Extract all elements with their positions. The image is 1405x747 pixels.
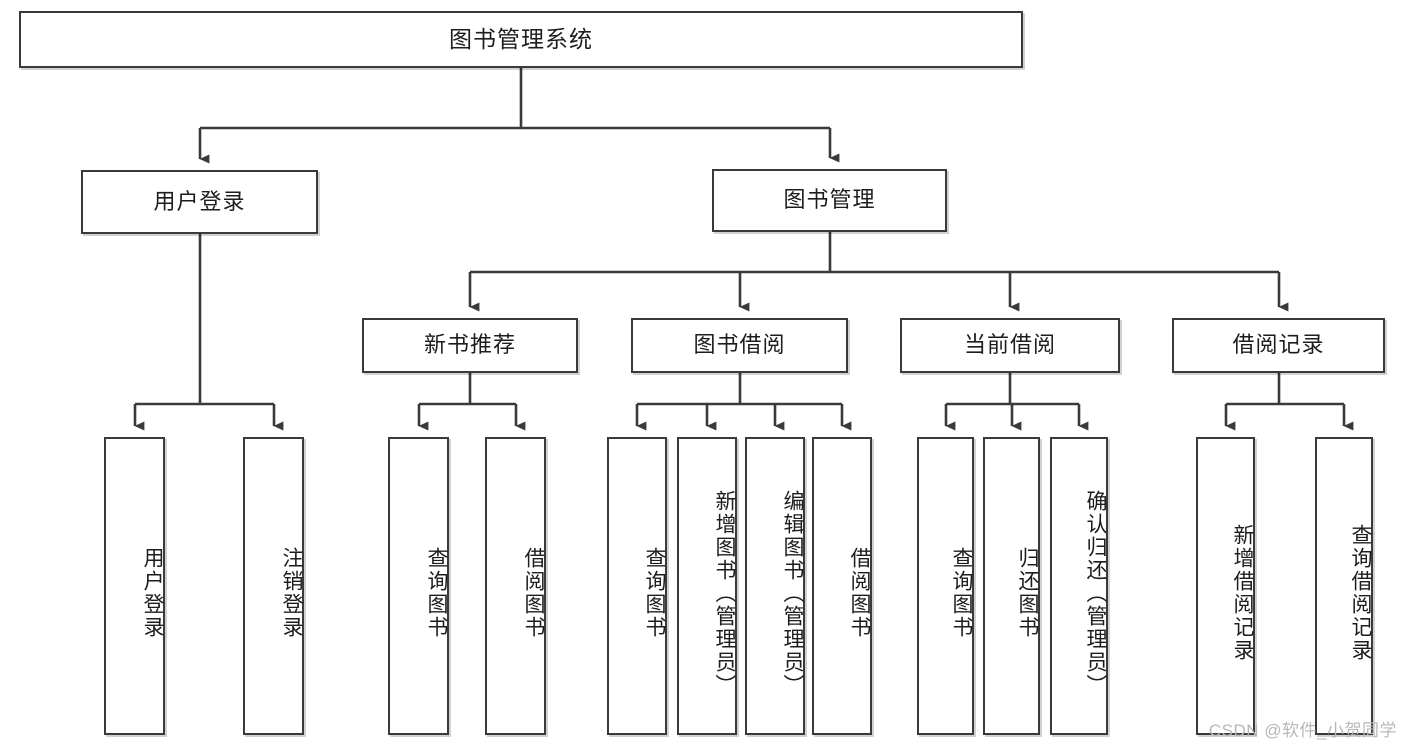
node-leaf-query-borrow-record[interactable]: 查询借阅记录: [1315, 437, 1373, 735]
node-label: 借阅图书: [522, 547, 545, 639]
node-label: 查询图书: [643, 547, 666, 639]
node-leaf-query-books-current[interactable]: 查询图书: [917, 437, 974, 735]
node-leaf-borrow-books-recommend[interactable]: 借阅图书: [485, 437, 546, 735]
node-label: 编辑图书（管理员）: [781, 489, 804, 697]
node-label: 新增借阅记录: [1231, 524, 1254, 662]
node-label: 图书借阅: [693, 332, 786, 358]
node-borrow-record[interactable]: 借阅记录: [1172, 318, 1385, 373]
node-label: 新增图书（管理员）: [713, 489, 736, 697]
node-book-borrow[interactable]: 图书借阅: [631, 318, 848, 373]
node-label: 查询借阅记录: [1349, 524, 1372, 662]
node-label: 用户登录: [153, 188, 246, 214]
node-new-book-recommend[interactable]: 新书推荐: [362, 318, 578, 373]
node-label: 借阅图书: [848, 547, 871, 639]
node-label: 查询图书: [950, 547, 973, 639]
node-label: 归还图书: [1016, 547, 1039, 639]
node-user-login[interactable]: 用户登录: [81, 170, 318, 234]
node-label: 当前借阅: [963, 332, 1056, 358]
node-label: 图书管理: [783, 187, 876, 213]
node-current-borrow[interactable]: 当前借阅: [900, 318, 1120, 373]
node-root[interactable]: 图书管理系统: [19, 11, 1023, 68]
node-leaf-user-login[interactable]: 用户登录: [104, 437, 165, 735]
node-label: 查询图书: [425, 547, 448, 639]
node-leaf-query-books-recommend[interactable]: 查询图书: [388, 437, 449, 735]
node-label: 新书推荐: [423, 332, 516, 358]
node-leaf-query-books-borrow[interactable]: 查询图书: [607, 437, 667, 735]
node-leaf-edit-book-admin[interactable]: 编辑图书（管理员）: [745, 437, 805, 735]
node-leaf-confirm-return-admin[interactable]: 确认归还（管理员）: [1050, 437, 1108, 735]
node-leaf-return-book[interactable]: 归还图书: [983, 437, 1040, 735]
node-label: 图书管理系统: [449, 25, 593, 52]
watermark-text: CSDN @软件_小贺同学: [1208, 721, 1397, 740]
node-book-management[interactable]: 图书管理: [712, 169, 947, 232]
node-leaf-borrow-book[interactable]: 借阅图书: [812, 437, 872, 735]
node-label: 借阅记录: [1232, 332, 1325, 358]
node-leaf-logout-login[interactable]: 注销登录: [243, 437, 304, 735]
node-leaf-add-borrow-record[interactable]: 新增借阅记录: [1196, 437, 1255, 735]
node-label: 确认归还（管理员）: [1084, 489, 1107, 697]
node-label: 用户登录: [141, 547, 164, 639]
node-label: 注销登录: [280, 547, 303, 639]
node-leaf-add-book-admin[interactable]: 新增图书（管理员）: [677, 437, 737, 735]
